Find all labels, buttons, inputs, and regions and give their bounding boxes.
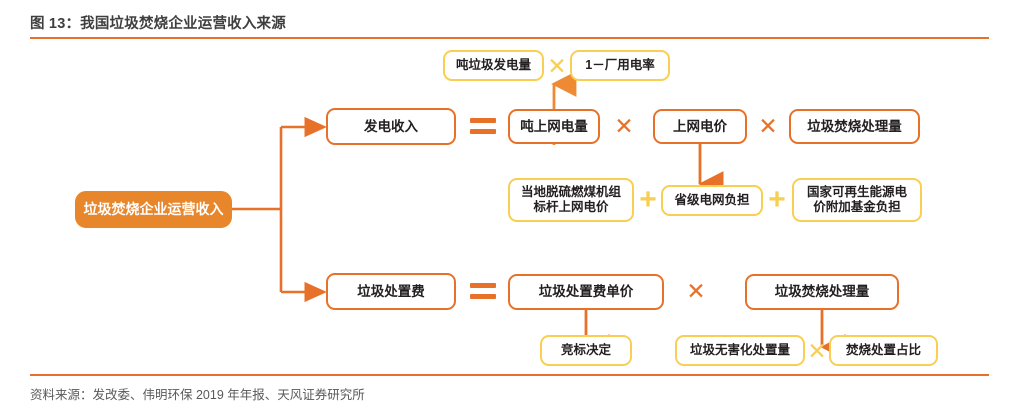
diagram-canvas: 吨垃圾发电量 ✕ 1－厂用电率 发电收入 吨上网电量 ✕ 上网电价 ✕ 垃圾焚烧… bbox=[0, 39, 1019, 374]
node-local-coal-benchmark[interactable]: 当地脱硫燃煤机组 标杆上网电价 bbox=[508, 178, 634, 222]
node-national-renewable-fund[interactable]: 国家可再生能源电 价附加基金负担 bbox=[792, 178, 922, 222]
operator-times-revenue-2: ✕ bbox=[758, 112, 778, 139]
operator-times-disposal: ✕ bbox=[686, 277, 706, 304]
node-power-revenue[interactable]: 发电收入 bbox=[326, 108, 456, 145]
node-incineration-volume-bottom[interactable]: 垃圾焚烧处理量 bbox=[745, 274, 899, 310]
divider-bottom bbox=[30, 374, 989, 376]
node-ton-waste-power[interactable]: 吨垃圾发电量 bbox=[443, 50, 544, 81]
node-incineration-share[interactable]: 焚烧处置占比 bbox=[829, 335, 938, 366]
operator-times-bottom: ✕ bbox=[807, 337, 827, 364]
operator-times-top: ✕ bbox=[547, 52, 567, 79]
operator-equals-bottom bbox=[470, 283, 496, 299]
operator-times-revenue-1: ✕ bbox=[614, 112, 634, 139]
divider-top bbox=[30, 37, 989, 39]
node-incineration-volume-top[interactable]: 垃圾焚烧处理量 bbox=[789, 109, 920, 144]
node-harmless-disposal-volume[interactable]: 垃圾无害化处置量 bbox=[675, 335, 805, 366]
page-title: 图 13：我国垃圾焚烧企业运营收入来源 bbox=[30, 16, 286, 32]
operator-equals-top bbox=[470, 118, 496, 134]
node-disposal-unit-price[interactable]: 垃圾处置费单价 bbox=[508, 274, 664, 310]
source-note: 资料来源：发改委、伟明环保 2019 年年报、天风证券研究所 bbox=[30, 388, 365, 402]
node-disposal-fee[interactable]: 垃圾处置费 bbox=[326, 273, 456, 310]
node-one-minus-plant-rate[interactable]: 1－厂用电率 bbox=[570, 50, 670, 81]
node-provincial-grid-burden[interactable]: 省级电网负担 bbox=[661, 185, 763, 216]
node-ton-grid-power[interactable]: 吨上网电量 bbox=[508, 109, 600, 144]
node-bidding-decision[interactable]: 竞标决定 bbox=[540, 335, 632, 366]
operator-plus-2: + bbox=[768, 183, 786, 216]
node-root-operating-revenue[interactable]: 垃圾焚烧企业运营收入 bbox=[75, 191, 232, 228]
operator-plus-1: + bbox=[639, 183, 657, 216]
node-grid-price[interactable]: 上网电价 bbox=[653, 109, 747, 144]
